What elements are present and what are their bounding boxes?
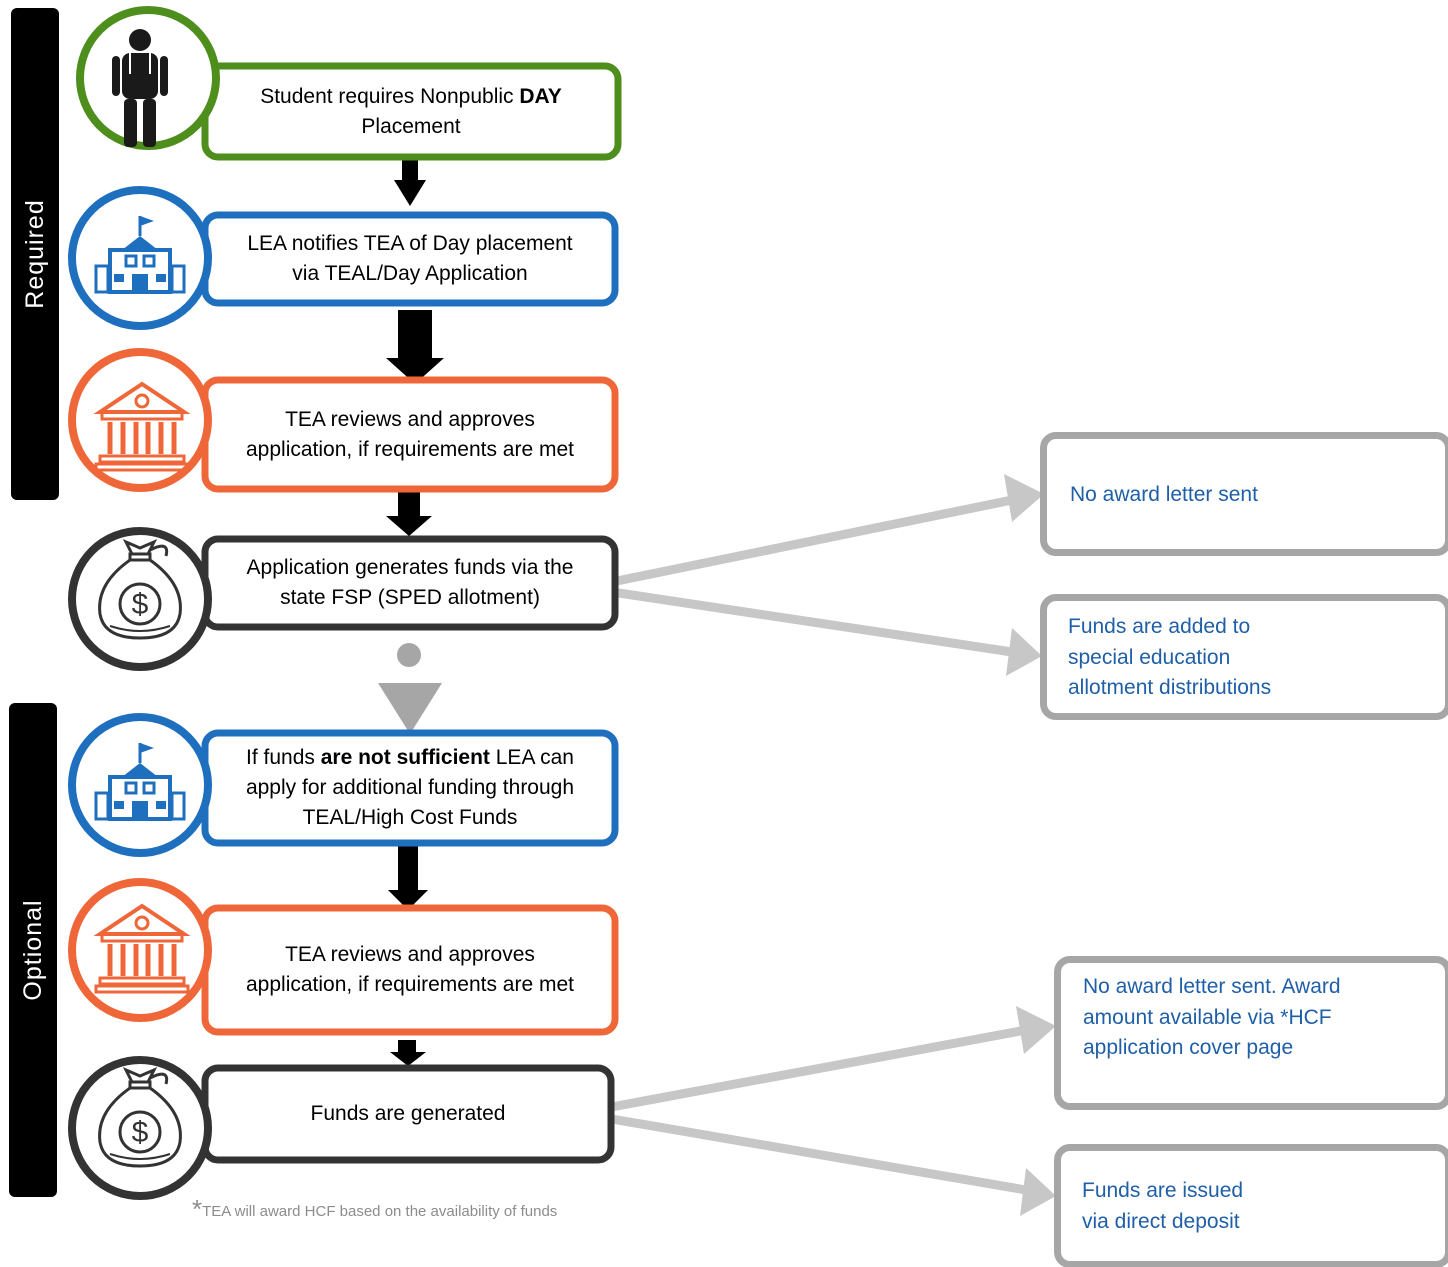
step3-text: TEA reviews and approves application, if… (246, 408, 574, 461)
step6-text: TEA reviews and approves application, if… (246, 943, 574, 996)
step5-icon-circle (68, 713, 212, 857)
required-label-bar (11, 8, 59, 500)
required-label: Required (21, 199, 49, 309)
step7-text: Funds are generated (310, 1102, 506, 1125)
step6-icon-circle (68, 878, 212, 1022)
student-icon (112, 29, 168, 147)
step4-text: Application generates funds via the stat… (246, 556, 574, 609)
outcome1-box (1040, 432, 1448, 556)
outcome2-box (1040, 594, 1448, 720)
connector-arrows-gray (605, 474, 1056, 1216)
separator-dot (397, 643, 421, 667)
footnote: *TEA will award HCF based on the availab… (192, 1194, 557, 1225)
footnote-text: TEA will award HCF based on the availabi… (202, 1203, 558, 1220)
step2-icon-circle (68, 186, 212, 330)
footnote-asterisk: * (192, 1194, 203, 1224)
separator-triangle (378, 683, 442, 734)
step5-text: If funds are not sufficient LEA can appl… (245, 746, 575, 829)
flow-arrows-black (386, 146, 444, 1066)
outcome1-text: No award letter sent (1070, 483, 1258, 506)
outcome3-text: No award letter sent. Award amount avail… (1083, 975, 1341, 1059)
outcome4-text: Funds are issued via direct deposit (1082, 1179, 1244, 1233)
optional-label-bar (9, 703, 57, 1197)
outcome4-box (1054, 1144, 1448, 1267)
optional-label: Optional (19, 899, 47, 1001)
outcome3-box (1054, 956, 1448, 1110)
outcome2-text: Funds are added to special education all… (1068, 615, 1272, 699)
step2-text: LEA notifies TEA of Day placement via TE… (247, 232, 573, 285)
